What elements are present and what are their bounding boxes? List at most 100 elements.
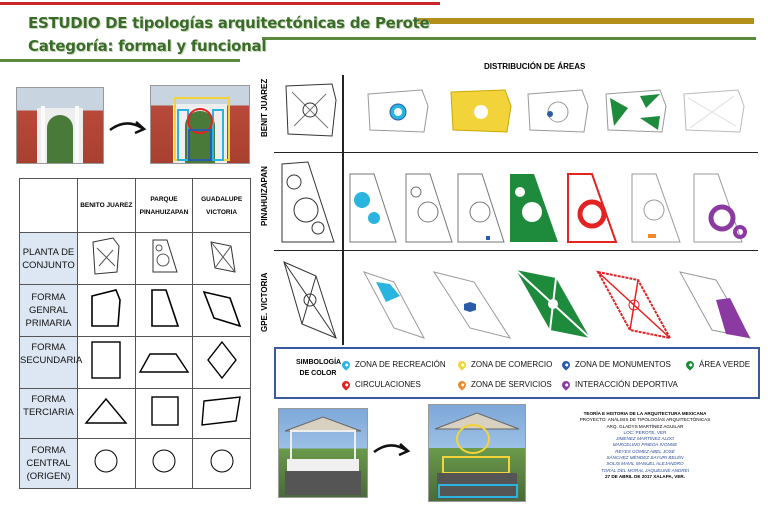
table-corner bbox=[19, 178, 78, 233]
pin-icon bbox=[340, 359, 352, 371]
bj-zone-commerce bbox=[450, 89, 512, 133]
credits-location: LOC: PEROTE, VER bbox=[623, 429, 667, 435]
cell-primaria-bj bbox=[77, 284, 136, 337]
secondary-shape-pz bbox=[138, 353, 190, 373]
secondary-shape-bj bbox=[91, 341, 122, 379]
row-label-gpe-victoria: GPE. VICTORIA bbox=[260, 272, 269, 332]
cell-primaria-pz bbox=[134, 284, 194, 337]
cell-secundaria-bj bbox=[77, 336, 136, 389]
pz-base-plan bbox=[281, 161, 335, 243]
primary-shape-bj bbox=[91, 289, 122, 327]
legend-item-services: ZONA DE SERVICIOS bbox=[456, 379, 552, 391]
gate-arch-drawing bbox=[37, 106, 83, 163]
legend-item-commerce: ZONA DE COMERCIO bbox=[456, 359, 552, 371]
site-plan-pz-thumbnail bbox=[152, 239, 178, 273]
cell-central-pz bbox=[134, 438, 194, 489]
bj-base-plan bbox=[285, 83, 337, 137]
legend-item-circulation: CIRCULACIONES bbox=[340, 379, 421, 391]
cell-terciaria-bj bbox=[77, 388, 136, 439]
green-header-bar-left bbox=[0, 59, 240, 62]
pz-sport-interaction bbox=[693, 173, 747, 243]
red-header-bar bbox=[0, 2, 440, 5]
color-legend: SIMBOLOGÍA DE COLOR ZONA DE RECREACIÓN Z… bbox=[274, 347, 760, 399]
kiosk-shape-overlay bbox=[434, 412, 520, 499]
cell-planta-bj bbox=[77, 232, 136, 285]
pin-icon bbox=[560, 359, 572, 371]
pz-zone-commerce bbox=[405, 173, 453, 243]
pin-icon bbox=[456, 379, 468, 391]
cell-secundaria-pz bbox=[134, 336, 194, 389]
credits-author: SOLIS MAVIL MANUEL ALEJANDRO bbox=[606, 461, 684, 467]
tertiary-shape-pz bbox=[151, 396, 179, 426]
row-header-forma-central: FORMA CENTRAL (ORIGEN) bbox=[19, 438, 78, 489]
page-subtitle: Categoría: formal y funcional bbox=[28, 37, 267, 55]
cell-terciaria-pz bbox=[134, 388, 194, 439]
gate-photo-annotated bbox=[150, 85, 250, 164]
cell-primaria-gv bbox=[192, 284, 251, 337]
row-header-forma-primaria: FORMA GENRAL PRIMARIA bbox=[19, 284, 78, 337]
legend-item-green-area: ÁREA VERDE bbox=[684, 359, 750, 371]
typology-table: BENITO JUAREZ PARQUE PINAHUIZAPAN GUADAL… bbox=[19, 178, 251, 489]
pin-icon bbox=[340, 379, 352, 391]
credits-date: 27 DE ABRIL DE 2017 XALAPA, VER. bbox=[604, 473, 686, 479]
pin-icon bbox=[456, 359, 468, 371]
legend-item-recreation: ZONA DE RECREACIÓN bbox=[340, 359, 446, 371]
page-title: ESTUDIO DE tipologías arquitectónicas de… bbox=[28, 14, 430, 32]
credits-author: REYES GÓMEZ ABEL JOSÉ bbox=[615, 448, 675, 454]
distribution-row-divider-2 bbox=[274, 250, 758, 251]
gv-zone-monuments bbox=[432, 271, 512, 339]
cell-secundaria-gv bbox=[192, 336, 251, 389]
row-label-benito-juarez: BENIT JUAREZ bbox=[260, 78, 269, 137]
row-header-forma-terciaria: FORMA TERCIARIA bbox=[19, 388, 78, 439]
distribution-vertical-divider bbox=[342, 75, 344, 345]
pz-green-area bbox=[510, 174, 558, 242]
credits-author: TORAL DEL MORAL JAQUELINE ANDREI bbox=[600, 467, 690, 473]
gv-zone-recreation bbox=[362, 271, 426, 339]
cell-terciaria-gv bbox=[192, 388, 251, 439]
col-header-pinahuizapan: PARQUE PINAHUIZAPAN bbox=[134, 178, 194, 233]
pin-icon bbox=[684, 359, 696, 371]
arrow-icon bbox=[109, 121, 147, 135]
gate-shape-overlay bbox=[173, 97, 230, 163]
secondary-shape-gv bbox=[206, 340, 237, 380]
bj-zone-recreation bbox=[367, 89, 429, 133]
credits-teacher: ARQ. GLADYS MARTÍNEZ AGUILAR bbox=[606, 423, 684, 429]
cell-planta-pz bbox=[134, 232, 194, 285]
gv-sport-interaction bbox=[679, 271, 752, 339]
gv-circulation bbox=[596, 270, 672, 340]
site-plan-bj-thumbnail bbox=[92, 237, 120, 275]
bj-green-area bbox=[605, 89, 667, 133]
distribution-heading: DISTRIBUCIÓN DE ÁREAS bbox=[484, 62, 586, 71]
kiosk-photo-annotated bbox=[428, 404, 526, 502]
gv-base-plan bbox=[283, 261, 337, 339]
col-header-guadalupe-victoria: GUADALUPE VICTORIA bbox=[192, 178, 251, 233]
col-header-benito-juarez: BENITO JUAREZ bbox=[77, 178, 136, 233]
credits-author: JIMENEZ MARTÍNEZ ALDO bbox=[616, 436, 674, 442]
central-circle-gv bbox=[210, 449, 234, 473]
arrow-icon-2 bbox=[373, 443, 411, 457]
tertiary-shape-gv bbox=[200, 396, 241, 426]
tertiary-shape-bj bbox=[84, 397, 128, 424]
pz-zone-services bbox=[631, 173, 681, 243]
primary-shape-pz bbox=[151, 289, 180, 327]
credits-author: MARCELINO PINEDA IVONNE bbox=[612, 442, 678, 448]
site-plan-gv-thumbnail bbox=[210, 241, 236, 273]
row-label-pinahuizapan: PINAHUIZAPAN bbox=[260, 166, 269, 226]
central-circle-bj bbox=[94, 449, 118, 473]
gold-header-bar bbox=[414, 18, 754, 24]
bj-circulation bbox=[683, 89, 745, 133]
row-header-forma-secundaria: FORMA SECUNDARIA bbox=[19, 336, 82, 389]
primary-shape-gv bbox=[202, 290, 241, 328]
row-header-planta: PLANTA DE CONJUNTO bbox=[19, 232, 78, 285]
pz-zone-recreation bbox=[349, 173, 397, 243]
pz-circulation bbox=[567, 173, 618, 243]
credits-block: TEORÍA E HISTORIA DE LA ARQUITECTURA MEX… bbox=[540, 411, 750, 480]
credits-author: SÁNCHEZ MÉNDEZ SAYURI BELÉN bbox=[606, 455, 684, 461]
kiosk-photo bbox=[278, 408, 368, 498]
cell-central-bj bbox=[77, 438, 136, 489]
green-header-bar-right bbox=[262, 37, 756, 40]
credits-project: PROYECTO: ANÁLISIS DE TIPOLOGÍAS ARQUITE… bbox=[579, 417, 711, 423]
pin-icon bbox=[560, 379, 572, 391]
distribution-row-divider-1 bbox=[274, 152, 758, 153]
gate-photo bbox=[16, 87, 104, 164]
